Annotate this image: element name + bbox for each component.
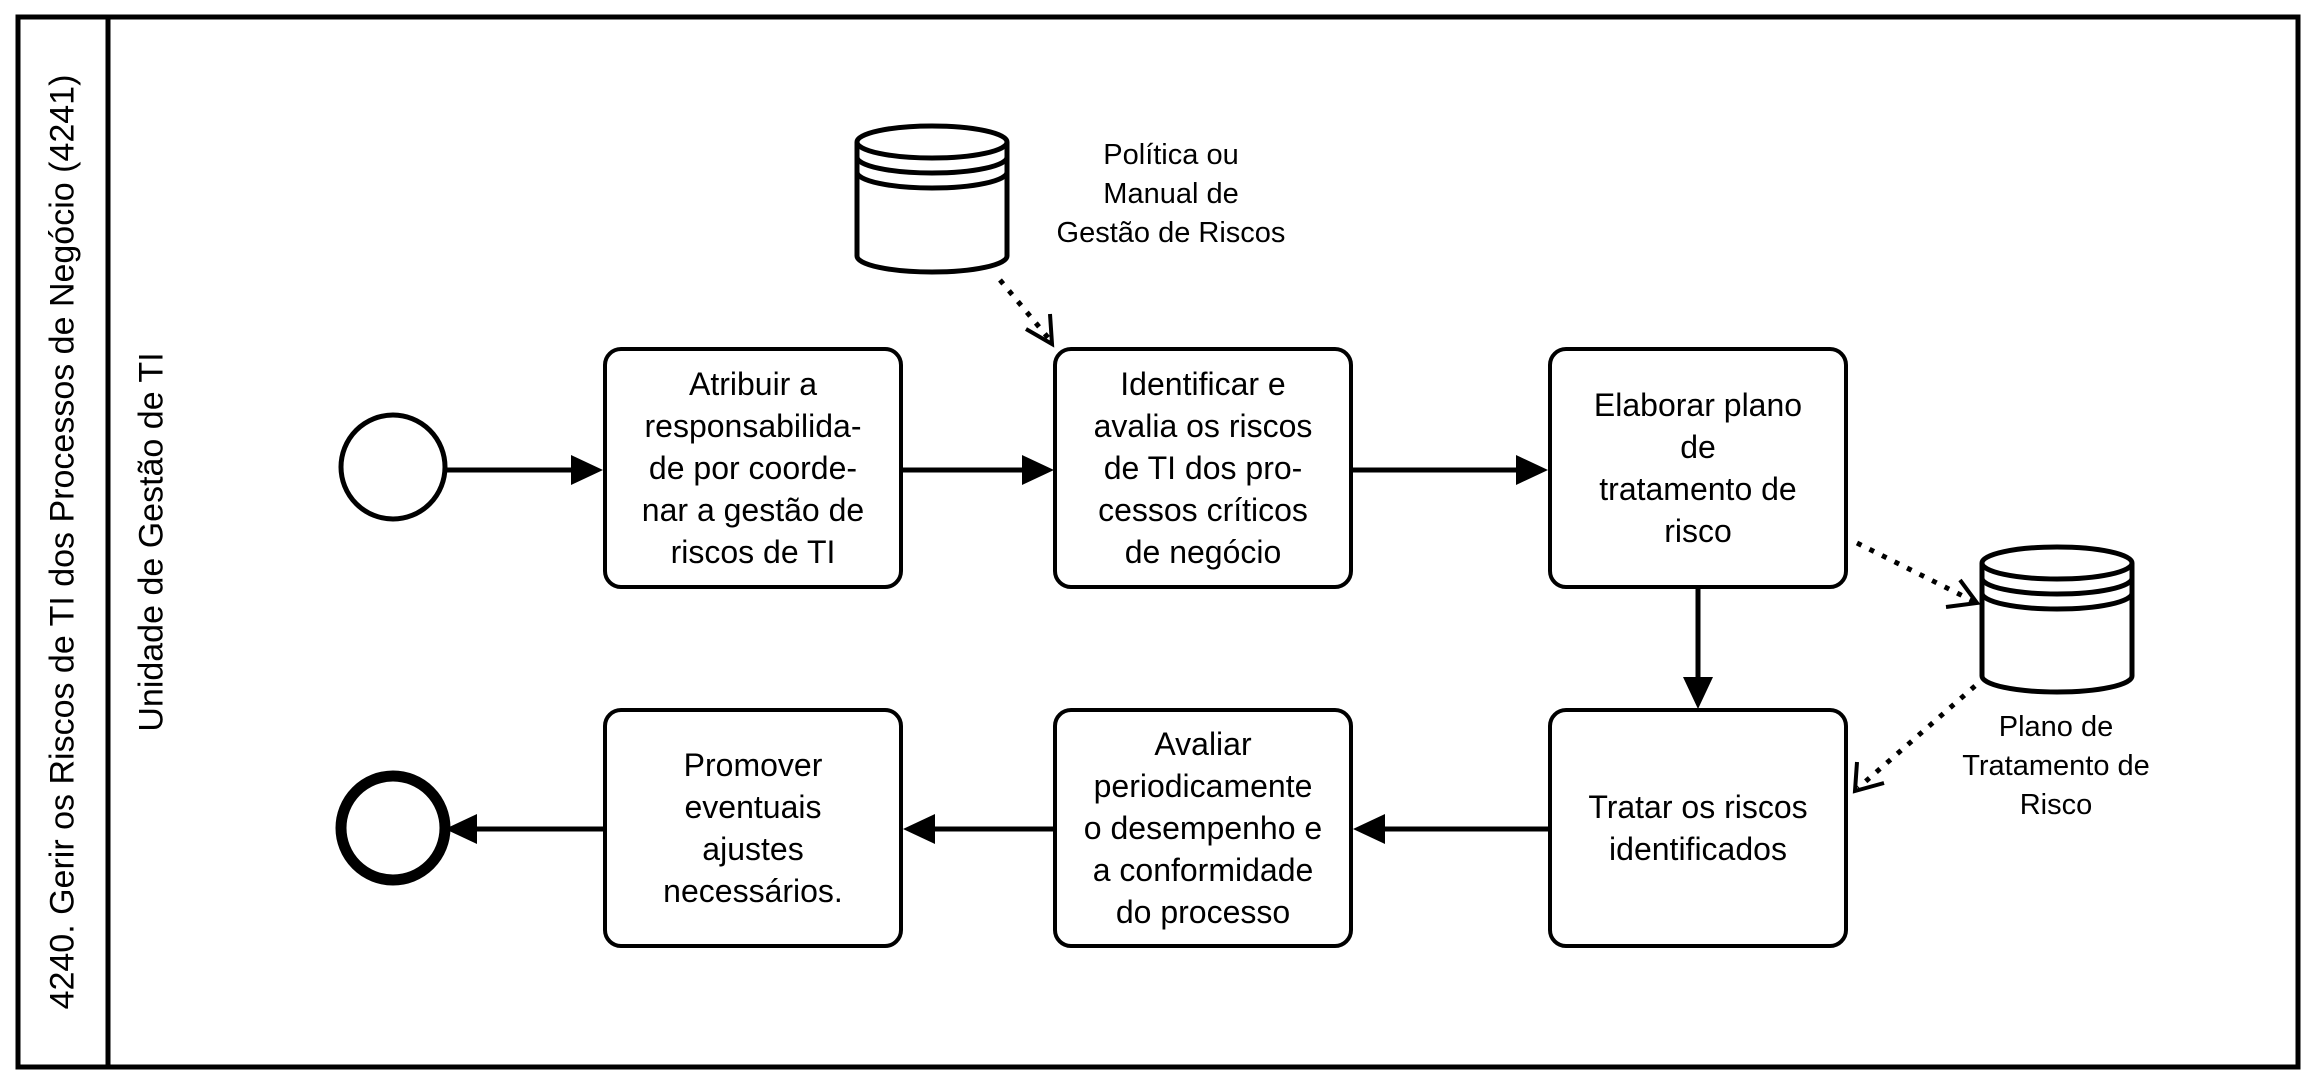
data-store-policy-label: Política ou Manual de Gestão de Riscos: [1056, 139, 1286, 249]
lane-title: Unidade de Gestão de TI: [132, 352, 171, 732]
sequence-flow-task2-to-task3: [1353, 455, 1548, 485]
data-association-plan-to-task4: [1852, 684, 1977, 794]
pool-frame: [15, 14, 2301, 1070]
task-elaborate-plan[interactable]: Elaborar plano de tratamento de risco: [1548, 347, 1848, 589]
task-promote-adjustments[interactable]: Promover eventuais ajustes necessários.: [603, 708, 903, 948]
sequence-flow-task6-to-end: [445, 814, 603, 844]
pool-title: 4240. Gerir os Riscos de TI dos Processo…: [43, 74, 82, 1010]
task-label: Elaborar plano de tratamento de risco: [1593, 387, 1803, 549]
task-label: Identificar e avalia os riscos de TI dos…: [1093, 366, 1313, 570]
task-assign-responsibility[interactable]: Atribuir a responsabilida- de por coorde…: [603, 347, 903, 589]
task-label: Avaliar periodicamente o desempenho e a …: [1083, 726, 1323, 930]
sequence-flow-task1-to-task2: [903, 455, 1054, 485]
data-association-task3-to-plan: [1855, 540, 1981, 609]
data-store-plan-label: Plano de Tratamento de Risco: [1962, 711, 2150, 821]
sequence-flow-task3-to-task4: [1683, 588, 1713, 709]
data-store-treatment-plan[interactable]: [1979, 544, 2135, 695]
sequence-flow-task5-to-task6: [903, 814, 1054, 844]
start-event[interactable]: [338, 412, 448, 522]
task-treat-risks[interactable]: Tratar os riscos identificados: [1548, 708, 1848, 948]
end-event[interactable]: [335, 770, 451, 886]
task-label: Atribuir a responsabilida- de por coorde…: [641, 366, 865, 570]
data-store-policy[interactable]: [854, 123, 1010, 275]
task-label: Tratar os riscos identificados: [1588, 789, 1808, 867]
task-identify-assess-risks[interactable]: Identificar e avalia os riscos de TI dos…: [1053, 347, 1353, 589]
data-association-policy-to-task2: [998, 278, 1055, 348]
task-evaluate-periodically[interactable]: Avaliar periodicamente o desempenho e a …: [1053, 708, 1353, 948]
sequence-flow-start-to-task1: [445, 455, 603, 485]
sequence-flow-task4-to-task5: [1353, 814, 1548, 844]
task-label: Promover eventuais ajustes necessários.: [663, 747, 843, 909]
